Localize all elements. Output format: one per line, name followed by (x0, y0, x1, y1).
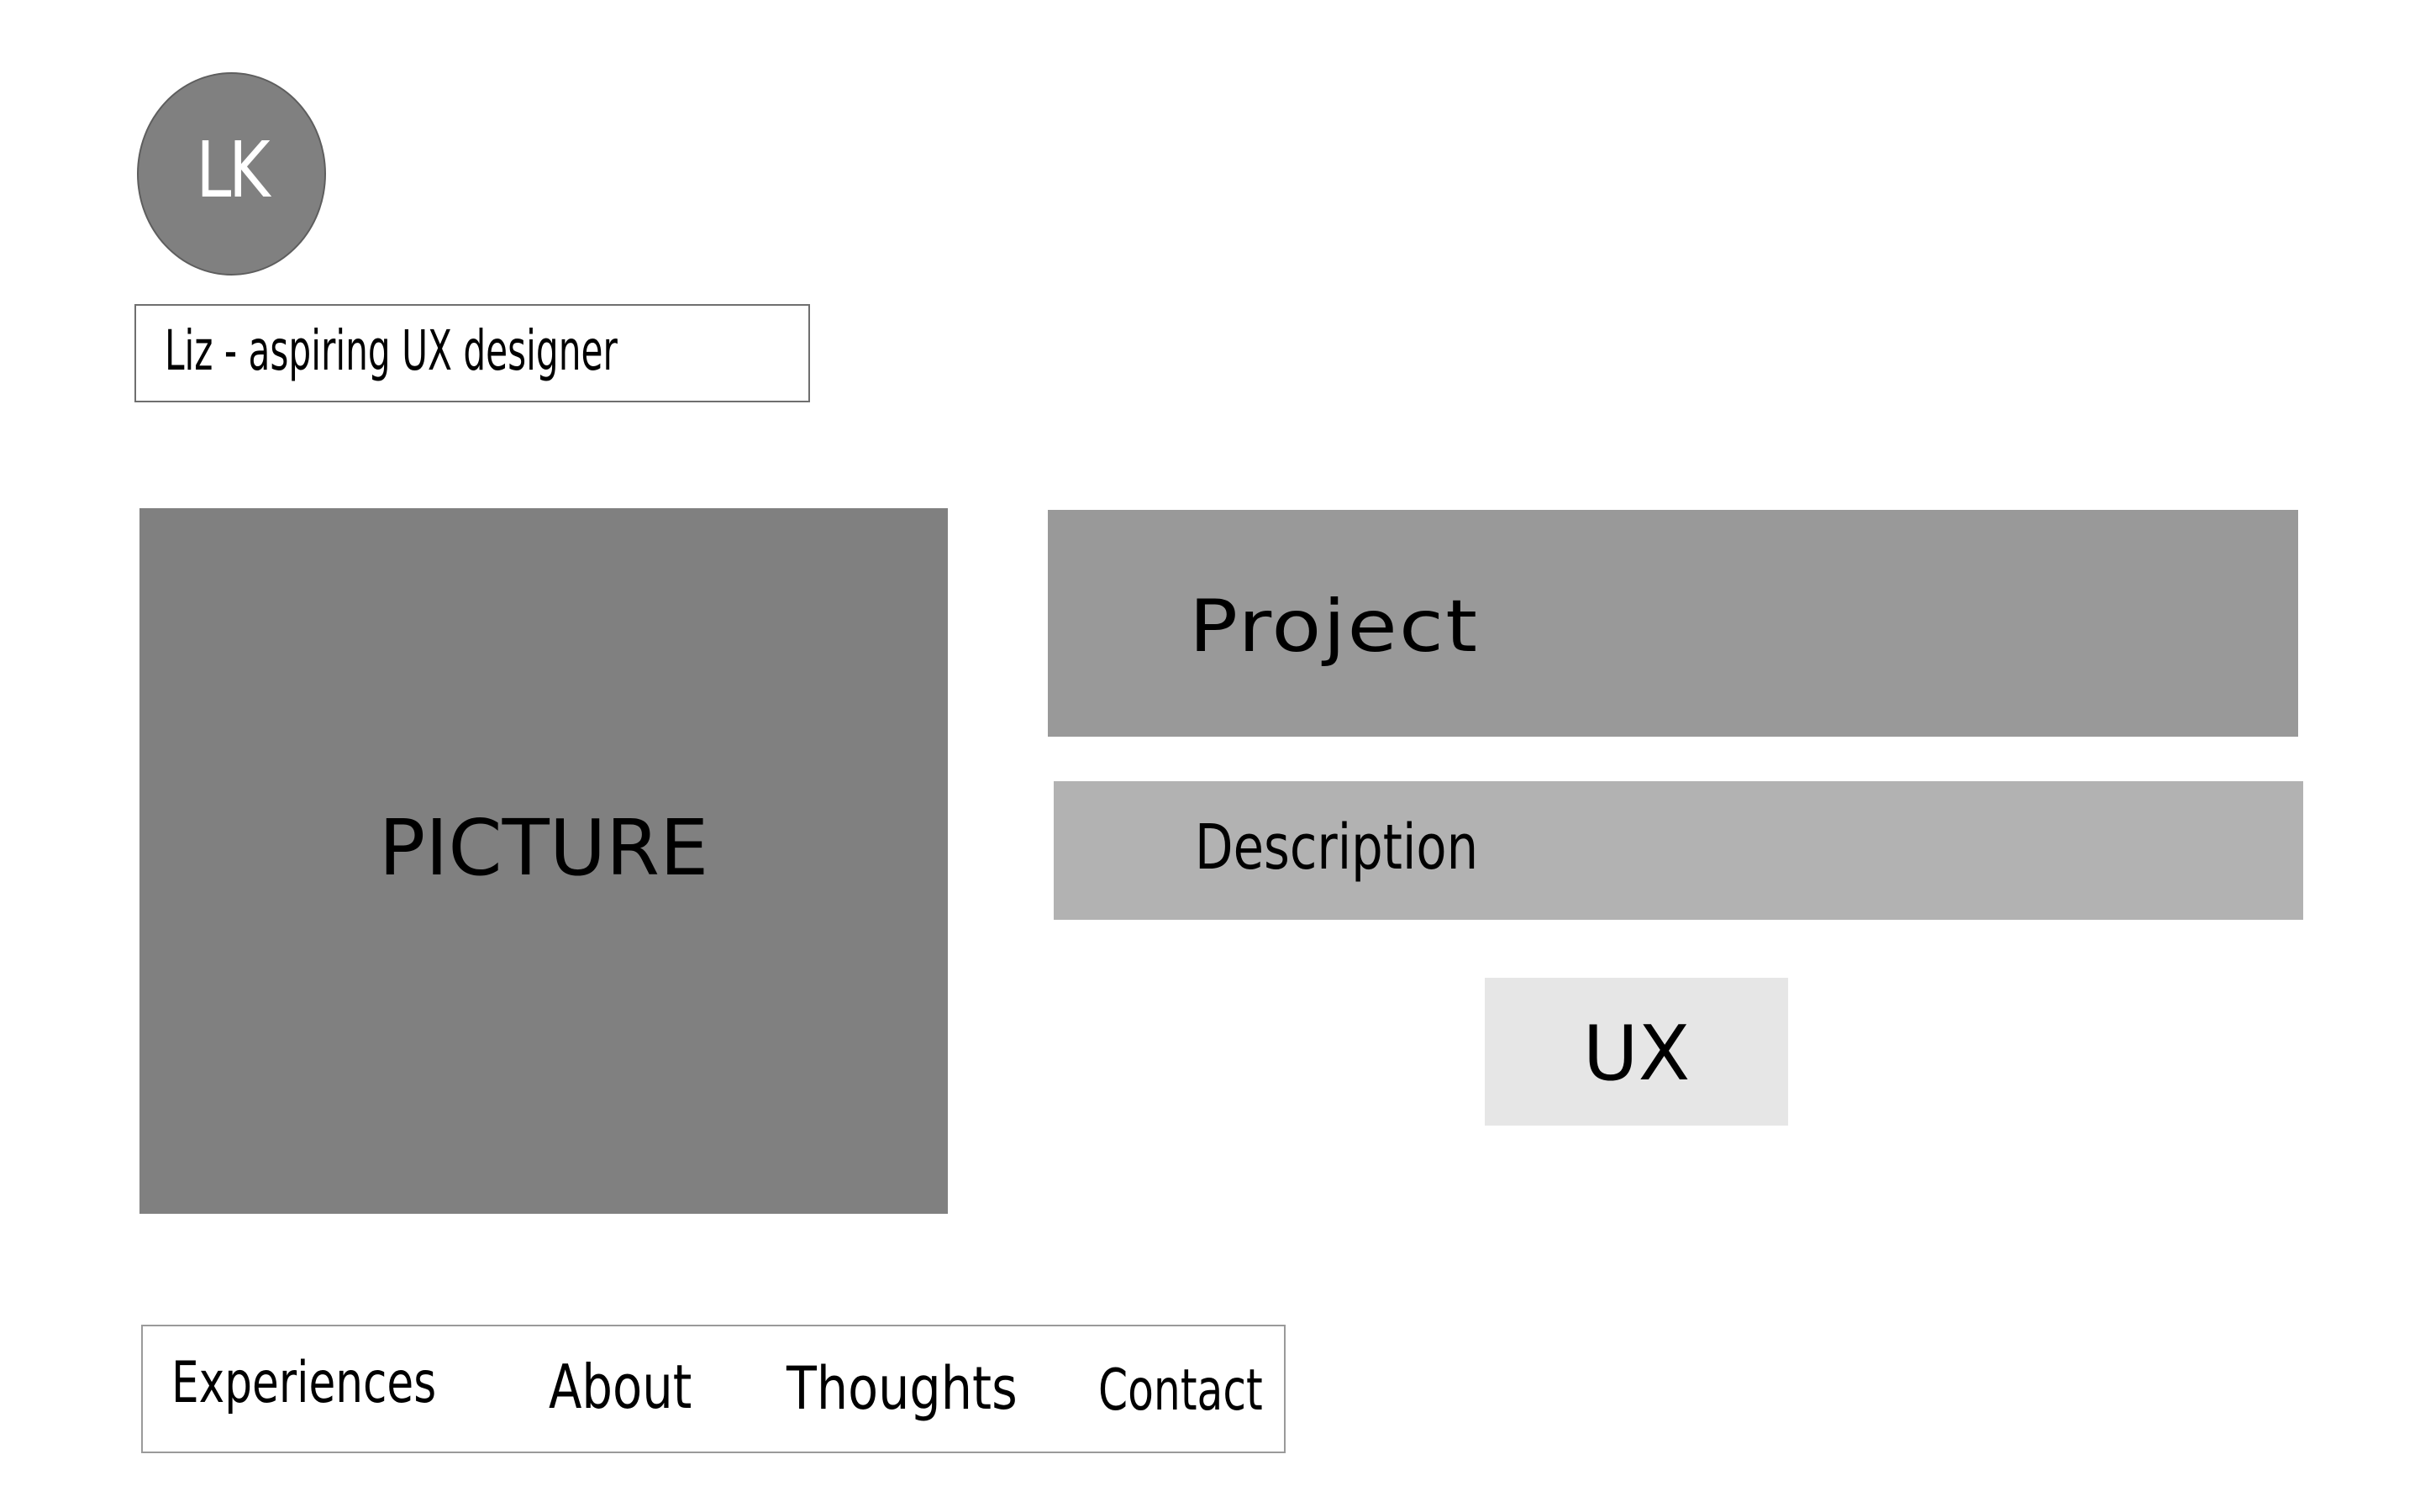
tagline-box: Liz - aspiring UX designer (134, 304, 810, 402)
nav-item-experiences[interactable]: Experiences (171, 1326, 520, 1452)
project-picture-placeholder: PICTURE (139, 508, 948, 1214)
nav-item-label: Experiences (171, 1350, 437, 1416)
nav-item-about[interactable]: About (549, 1326, 728, 1452)
nav-item-thoughts[interactable]: Thoughts (786, 1326, 1061, 1452)
ux-tag-button[interactable]: UX (1485, 978, 1788, 1126)
bottom-navigation: Experiences About Thoughts Contact (141, 1325, 1286, 1453)
project-description: Description (1195, 811, 1479, 884)
avatar: LK (137, 72, 326, 276)
project-title: Project (1189, 585, 1480, 669)
nav-item-label: About (549, 1351, 692, 1422)
avatar-initials: LK (196, 124, 270, 215)
tagline-text: Liz - aspiring UX designer (165, 318, 618, 383)
picture-label: PICTURE (378, 802, 709, 893)
nav-item-label: Contact (1098, 1357, 1263, 1424)
project-description-box: Description (1054, 781, 2303, 920)
project-title-box[interactable]: Project (1048, 510, 2298, 737)
ux-tag-label: UX (1582, 1009, 1691, 1098)
nav-item-contact[interactable]: Contact (1098, 1326, 1321, 1452)
nav-item-label: Thoughts (786, 1353, 1018, 1423)
